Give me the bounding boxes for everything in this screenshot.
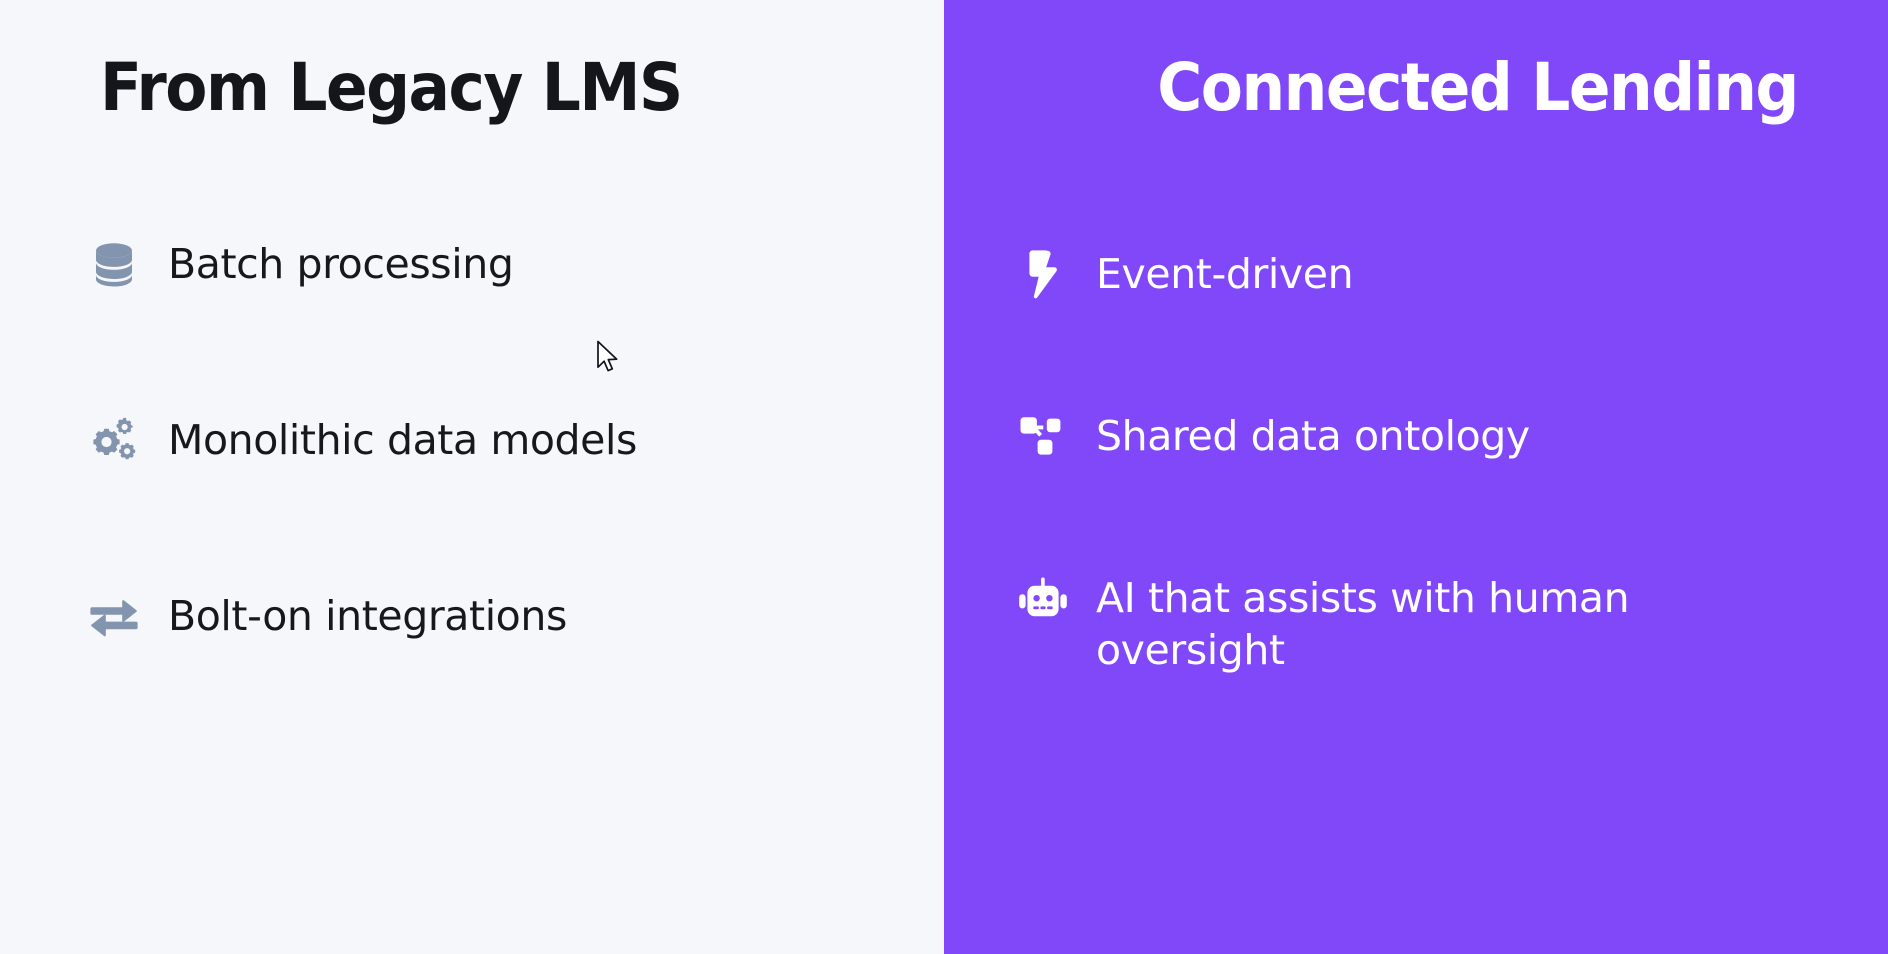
sitemap-icon — [1016, 408, 1070, 466]
list-item-label: Monolithic data models — [168, 416, 637, 464]
list-item: Bolt-on integrations — [86, 588, 904, 646]
legacy-panel-heading: From Legacy LMS — [100, 49, 683, 126]
list-item-label: Batch processing — [168, 240, 514, 288]
list-item: Shared data ontology — [1016, 408, 1838, 466]
exchange-arrows-icon — [86, 588, 142, 646]
list-item: Batch processing — [86, 236, 904, 294]
legacy-feature-list: Batch processing Mono — [86, 236, 904, 646]
list-item-label: Event-driven — [1096, 250, 1354, 298]
list-item-label: Shared data ontology — [1096, 412, 1530, 460]
list-item-label: AI that assists with human oversight — [1096, 574, 1630, 675]
list-item: Monolithic data models — [86, 412, 904, 470]
list-item: AI that assists with human oversight — [1016, 570, 1838, 677]
connected-lending-panel-heading: Connected Lending — [1157, 49, 1799, 126]
database-icon — [86, 236, 142, 294]
lightning-bolt-icon — [1016, 246, 1070, 304]
list-item: Event-driven — [1016, 246, 1838, 304]
list-item-label: Bolt-on integrations — [168, 592, 567, 640]
gears-icon — [86, 412, 142, 470]
connected-lending-feature-list: Event-driven Shared data ontology — [1016, 246, 1838, 677]
connected-lending-panel: Connected Lending Event-driven — [944, 0, 1888, 954]
robot-icon — [1016, 570, 1070, 628]
legacy-panel: From Legacy LMS Batch processing — [86, 49, 904, 646]
